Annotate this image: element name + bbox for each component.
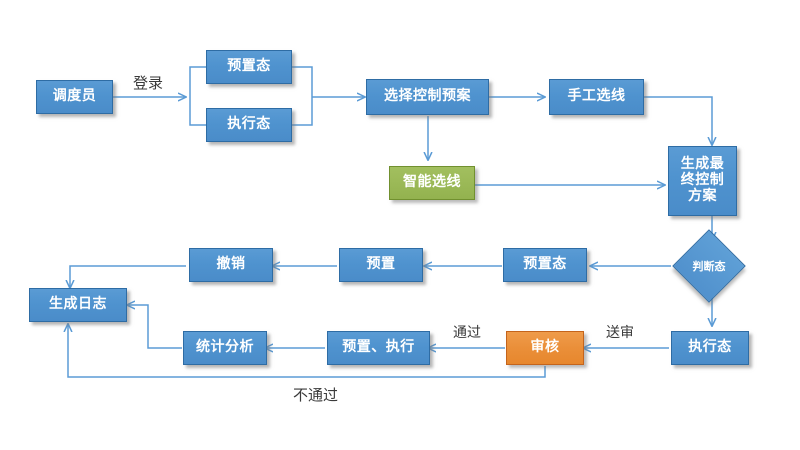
edge-preset-top-to-merge bbox=[292, 66, 313, 97]
node-dispatcher[interactable]: 调度员 bbox=[36, 80, 113, 114]
node-audit-label: 审核 bbox=[530, 339, 560, 356]
node-final-plan-line1: 生成最 bbox=[680, 156, 725, 173]
node-preset-label: 预置 bbox=[366, 256, 396, 273]
node-preset-exec[interactable]: 预置、执行 bbox=[327, 331, 430, 365]
edge-stat-to-gen-log bbox=[127, 305, 182, 349]
node-final-plan[interactable]: 生成最 终控制 方案 bbox=[668, 146, 737, 216]
node-preset-state-mid-label: 预置态 bbox=[523, 256, 567, 273]
node-stat-analysis-label: 统计分析 bbox=[196, 339, 254, 356]
node-preset-exec-label: 预置、执行 bbox=[342, 339, 415, 356]
node-preset-state-mid[interactable]: 预置态 bbox=[503, 248, 587, 282]
node-exec-state-top[interactable]: 执行态 bbox=[206, 108, 292, 142]
edge-split-to-preset-top bbox=[189, 66, 206, 97]
node-exec-state-bottom-label: 执行态 bbox=[688, 339, 732, 356]
node-exec-state-bottom[interactable]: 执行态 bbox=[671, 331, 749, 365]
node-manual-line[interactable]: 手工选线 bbox=[549, 79, 644, 115]
node-smart-line-label: 智能选线 bbox=[403, 174, 461, 191]
node-dispatcher-label: 调度员 bbox=[52, 88, 97, 105]
node-stat-analysis[interactable]: 统计分析 bbox=[183, 331, 267, 365]
node-revoke[interactable]: 撤销 bbox=[189, 248, 273, 282]
node-select-plan[interactable]: 选择控制预案 bbox=[366, 79, 489, 115]
node-exec-state-top-label: 执行态 bbox=[227, 116, 271, 133]
edge-label-pass: 通过 bbox=[453, 325, 481, 341]
node-manual-line-label: 手工选线 bbox=[567, 88, 626, 105]
node-final-plan-line2: 终控制 bbox=[680, 172, 725, 189]
node-preset-state-top[interactable]: 预置态 bbox=[206, 50, 292, 84]
node-gen-log[interactable]: 生成日志 bbox=[29, 288, 127, 322]
node-judge-state[interactable]: 判断态 bbox=[672, 229, 746, 303]
node-revoke-label: 撤销 bbox=[216, 256, 246, 273]
edge-label-submit-for-review: 送审 bbox=[606, 325, 634, 341]
node-gen-log-label: 生成日志 bbox=[49, 296, 107, 313]
edge-label-login: 登录 bbox=[133, 74, 164, 92]
edge-split-to-exec-top bbox=[189, 97, 206, 126]
edge-revoke-to-gen-log bbox=[70, 265, 186, 288]
node-final-plan-line3: 方案 bbox=[688, 187, 717, 204]
node-preset-state-top-label: 预置态 bbox=[227, 58, 271, 75]
node-audit[interactable]: 审核 bbox=[506, 331, 584, 365]
edge-label-not-pass: 不通过 bbox=[293, 386, 339, 404]
node-smart-line[interactable]: 智能选线 bbox=[389, 166, 475, 200]
node-judge-state-label: 判断态 bbox=[692, 260, 726, 273]
edge-exec-top-to-merge bbox=[292, 97, 313, 126]
node-preset[interactable]: 预置 bbox=[339, 248, 423, 282]
node-select-plan-label: 选择控制预案 bbox=[384, 88, 471, 105]
edge-manual-to-final-plan bbox=[644, 96, 712, 145]
